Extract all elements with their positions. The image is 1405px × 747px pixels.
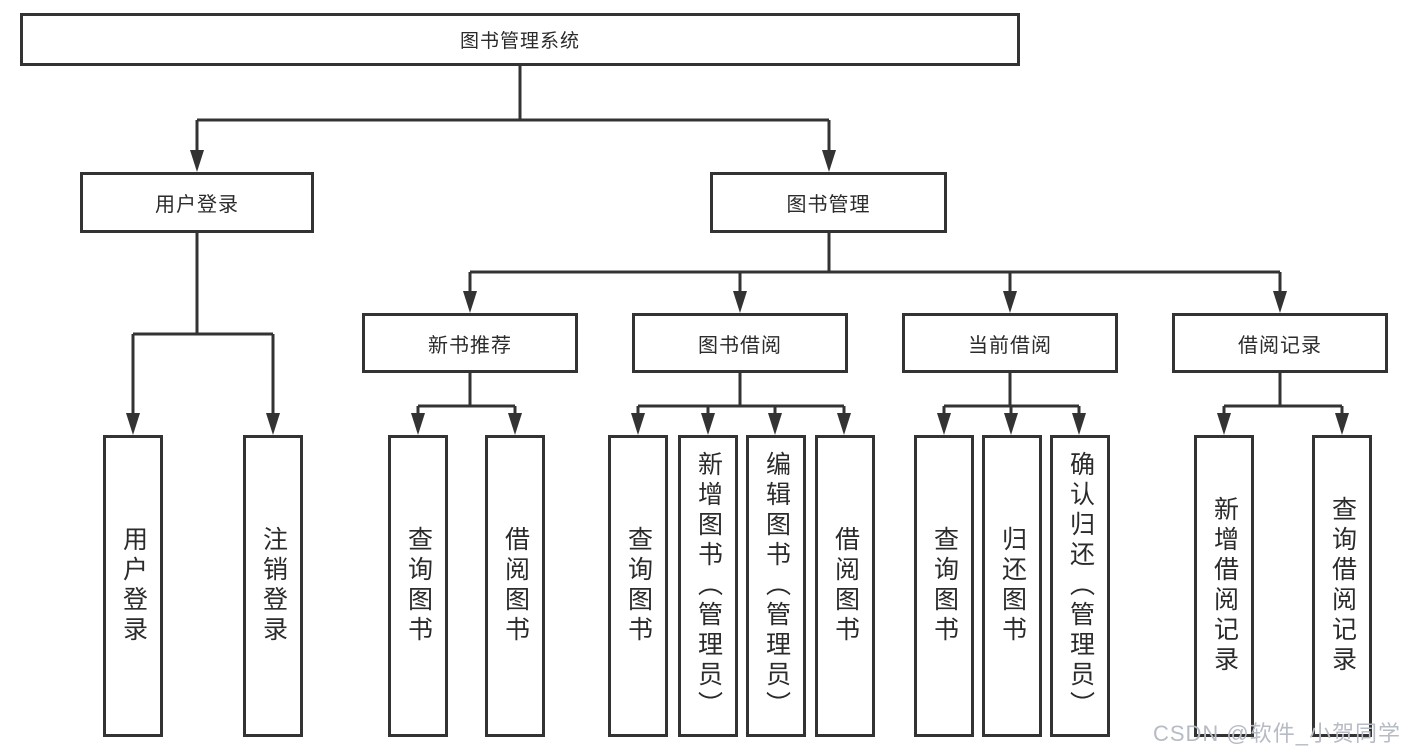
node-label: 当前借阅 <box>968 334 1052 357</box>
node-label: 用户登录 <box>119 526 148 646</box>
arrowhead-icon <box>837 413 851 435</box>
arrowhead-icon <box>631 413 645 435</box>
leaf-confirm-return-admin: 确认归还（管理员） <box>1050 435 1110 737</box>
arrowhead-icon <box>1335 413 1349 435</box>
leaf-borrow-books: 借阅图书 <box>815 435 875 737</box>
connector-user-login-to-leaves <box>126 233 280 435</box>
node-label: 图书管理系统 <box>459 31 580 52</box>
node-label: 查询借阅记录 <box>1328 496 1357 676</box>
node-label: 查询图书 <box>404 526 433 646</box>
node-label: 查询图书 <box>930 526 959 646</box>
node-label: 图书管理 <box>786 194 871 216</box>
leaf-query-books-recommend: 查询图书 <box>388 435 448 737</box>
arrowhead-icon <box>1217 413 1231 435</box>
arrowhead-icon <box>463 291 477 313</box>
arrowhead-icon <box>768 413 782 435</box>
arrowhead-icon <box>1003 291 1017 313</box>
node-label: 图书借阅 <box>698 334 782 357</box>
node-label: 归还图书 <box>998 526 1027 646</box>
csdn-watermark: CSDN @软件_小贺同学 <box>1152 721 1401 746</box>
arrowhead-icon <box>1004 413 1018 435</box>
connector-root-to-level2 <box>190 66 836 172</box>
node-label: 借阅图书 <box>501 526 530 646</box>
node-label: 新增借阅记录 <box>1210 496 1239 676</box>
arrowhead-icon <box>1072 413 1086 435</box>
arrowhead-icon <box>266 413 280 435</box>
leaf-return-books: 归还图书 <box>982 435 1042 737</box>
node-new-book-recommend: 新书推荐 <box>362 313 578 373</box>
arrowhead-icon <box>1273 291 1287 313</box>
leaf-query-borrow-record: 查询借阅记录 <box>1312 435 1372 737</box>
arrowhead-icon <box>733 291 747 313</box>
leaf-edit-books-admin: 编辑图书（管理员） <box>746 435 806 737</box>
node-label: 确认归还（管理员） <box>1066 451 1095 721</box>
node-book-management: 图书管理 <box>710 172 947 233</box>
leaf-add-borrow-record: 新增借阅记录 <box>1194 435 1254 737</box>
arrowhead-icon <box>822 150 836 172</box>
leaf-query-books-borrowing: 查询图书 <box>608 435 668 737</box>
leaf-add-books-admin: 新增图书（管理员） <box>678 435 738 737</box>
node-root: 图书管理系统 <box>20 13 1020 66</box>
connector-borrowing-records-to-leaves <box>1217 373 1349 435</box>
connector-new-book-recommend-to-leaves <box>411 373 522 435</box>
arrowhead-icon <box>126 413 140 435</box>
connector-current-borrowing-to-leaves <box>937 373 1086 435</box>
connector-book-borrowing-to-leaves <box>631 373 851 435</box>
connector-book-management-to-level3 <box>463 233 1287 313</box>
arrowhead-icon <box>190 150 204 172</box>
leaf-user-login: 用户登录 <box>103 435 163 737</box>
node-label: 用户登录 <box>155 194 239 216</box>
node-borrowing-records: 借阅记录 <box>1172 313 1388 373</box>
node-label: 新增图书（管理员） <box>694 451 723 721</box>
node-label: 查询图书 <box>624 526 653 646</box>
node-label: 注销登录 <box>259 526 288 646</box>
node-current-borrowing: 当前借阅 <box>902 313 1118 373</box>
arrowhead-icon <box>411 413 425 435</box>
node-label: 借阅图书 <box>831 526 860 646</box>
node-book-borrowing: 图书借阅 <box>632 313 848 373</box>
arrowhead-icon <box>508 413 522 435</box>
leaf-borrow-books-recommend: 借阅图书 <box>485 435 545 737</box>
node-label: 借阅记录 <box>1238 334 1322 357</box>
leaf-query-books-current: 查询图书 <box>914 435 974 737</box>
node-label: 编辑图书（管理员） <box>762 451 791 721</box>
arrowhead-icon <box>701 413 715 435</box>
arrowhead-icon <box>937 413 951 435</box>
node-user-login: 用户登录 <box>80 172 314 233</box>
node-label: 新书推荐 <box>428 334 512 357</box>
leaf-logout: 注销登录 <box>243 435 303 737</box>
